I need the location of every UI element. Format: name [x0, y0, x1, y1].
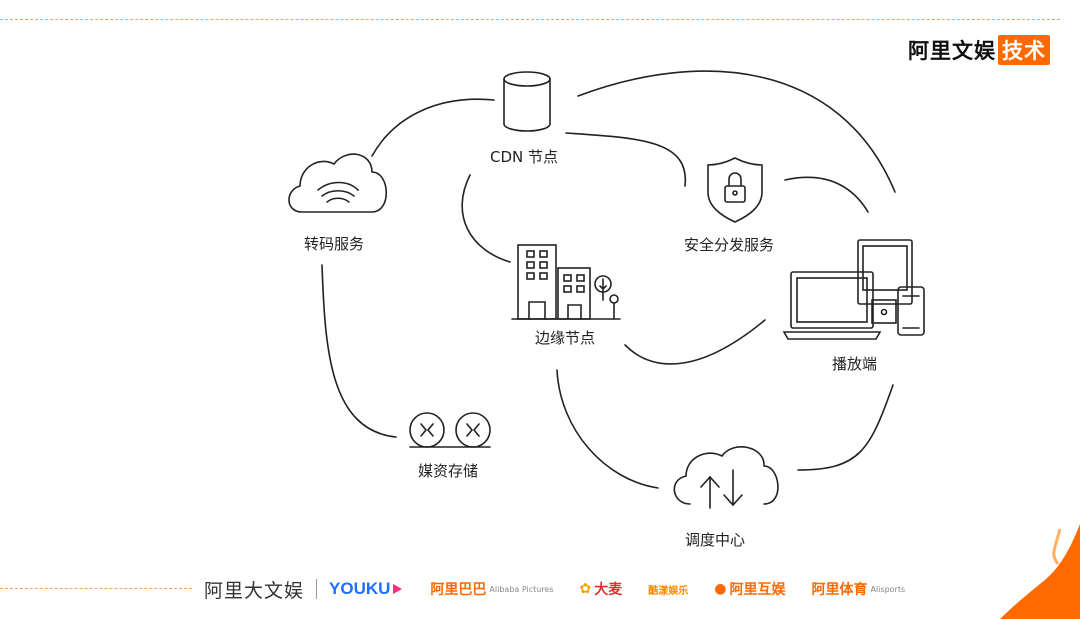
connector-edge-schedule [556, 369, 659, 489]
top-dashed-rule [0, 19, 1060, 20]
cdn-node-label: CDN 节点 [490, 148, 559, 166]
brand-name: 阿里文娱 [908, 39, 996, 63]
scheduling-center-label: 调度中心 [685, 531, 746, 549]
cool-entertainment-logo: 酷漾娱乐 [648, 582, 688, 597]
player-label: 播放端 [832, 355, 878, 373]
edge-node-label: 边缘节点 [535, 329, 596, 347]
sports-sub: Alisports [870, 584, 906, 594]
bottom-dashed-rule [0, 588, 192, 589]
footer-logos: 阿里大文娱 YOUKU 阿里巴巴 Alibaba Pictures ✿ 大麦 酷… [204, 575, 905, 603]
sports-text: 阿里体育 [811, 582, 868, 598]
connector-cdn-player [577, 70, 896, 193]
divider [316, 579, 318, 599]
database-icon [503, 71, 551, 132]
connector-secure-player [784, 176, 869, 213]
devices-icon [782, 239, 925, 340]
brand-logo: 阿里文娱 技术 [908, 35, 1050, 65]
damai-text: 大麦 [594, 582, 623, 598]
connector-cdn-edge [461, 174, 511, 263]
pictures-sub: Alibaba Pictures [489, 584, 554, 594]
media-storage-label: 媒资存储 [418, 462, 479, 480]
ali-huyu-logo: ● 阿里互娱 [714, 579, 785, 599]
corner-decoration [1000, 524, 1080, 619]
buildings-icon [511, 244, 621, 320]
connector-schedule-player [797, 384, 894, 471]
company-name: 阿里大文娱 [204, 579, 305, 602]
connector-transcode-storage [321, 264, 397, 438]
film-reel-icon [409, 412, 491, 448]
alisports-logo: 阿里体育 Alisports [811, 579, 905, 599]
alibaba-pictures-logo: 阿里巴巴 Alibaba Pictures [430, 579, 553, 599]
cloud-wifi-icon [288, 153, 387, 213]
connector-transcode-cdn [371, 98, 495, 157]
huyu-text: 阿里互娱 [729, 582, 786, 598]
transcode-service-label: 转码服务 [304, 235, 365, 253]
shield-lock-icon [707, 157, 763, 223]
secure-distribution-label: 安全分发服务 [684, 236, 775, 254]
damai-flower-icon: ✿ [579, 581, 592, 597]
youku-logo: YOUKU [329, 579, 404, 599]
connector-edge-player [624, 319, 766, 365]
cool-text: 酷漾娱乐 [648, 585, 689, 597]
connectors [321, 70, 896, 489]
play-icon [393, 584, 403, 594]
brand-tag: 技术 [998, 35, 1050, 65]
huyu-circle-icon: ● [714, 581, 727, 597]
youku-text: YOUKU [329, 579, 391, 598]
damai-logo: ✿ 大麦 [580, 579, 623, 599]
cloud-sync-icon [673, 446, 779, 509]
connector-cdn-secure [565, 132, 687, 187]
pictures-text: 阿里巴巴 [430, 582, 487, 598]
